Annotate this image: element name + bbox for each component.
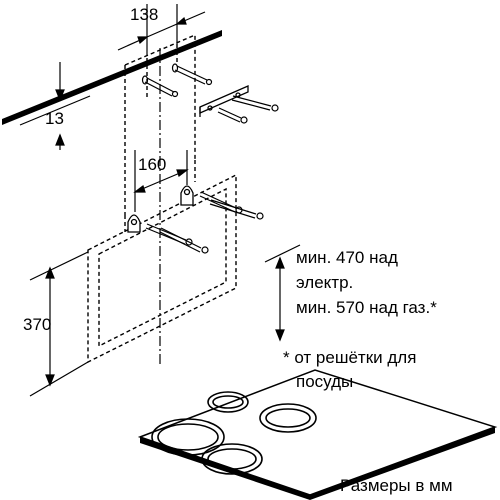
cooktop-burners [151, 391, 317, 475]
upper-screws [141, 63, 279, 124]
footnote-line-2: посуды [296, 372, 354, 391]
dimension-13-label: 13 [45, 109, 64, 128]
upper-bracket [199, 85, 249, 117]
gas-clearance-label: мин. 570 над газ.* [296, 298, 437, 317]
lower-screws [145, 191, 264, 254]
electric-clearance-label-cont: электр. [296, 273, 354, 292]
ceiling [2, 30, 222, 125]
dimension-hob-clearance [264, 244, 301, 342]
lower-brackets [127, 185, 194, 233]
dimension-160-label: 160 [138, 155, 166, 174]
dimension-138-label: 138 [130, 5, 158, 24]
electric-clearance-label: мин. 470 над [296, 248, 398, 267]
dimension-160 [133, 150, 189, 212]
dimension-138 [117, 4, 206, 56]
footnote-line-1: * от решётки для [283, 348, 417, 367]
hood-outline [87, 160, 237, 364]
units-caption: Размеры в мм [340, 476, 453, 495]
dimension-370 [29, 251, 89, 397]
dimension-370-label: 370 [23, 315, 51, 334]
dimension-13 [19, 62, 91, 150]
